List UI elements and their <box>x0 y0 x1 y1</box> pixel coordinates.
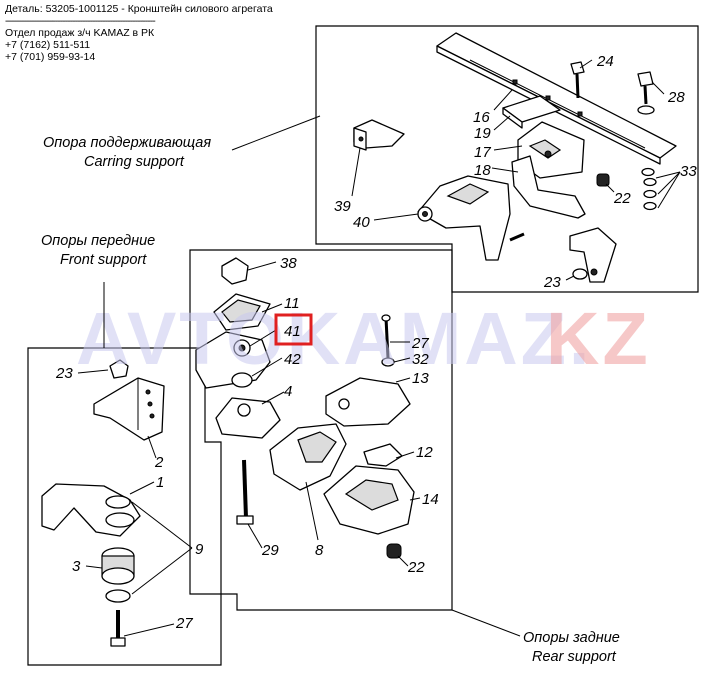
callout-23-front: 23 <box>55 365 73 382</box>
bracket-1 <box>41 483 141 537</box>
nut-22-rear <box>386 543 402 559</box>
callout-14: 14 <box>422 491 439 508</box>
phone-secondary: +7 (701) 959-93-14 <box>5 51 96 63</box>
bracket-12 <box>363 443 403 467</box>
bracket-rear-assembly <box>195 331 271 389</box>
callout-11: 11 <box>284 295 300 312</box>
part-title: Деталь: 53205-1001125 - Кронштейн силово… <box>5 3 273 15</box>
caption-carrying-en: Carring support <box>84 154 185 170</box>
callout-8: 8 <box>315 542 324 559</box>
callout-32: 32 <box>412 351 429 368</box>
bracket-23-upper <box>569 227 617 283</box>
callout-28: 28 <box>667 89 685 106</box>
callout-27-front: 27 <box>175 615 193 632</box>
small-bolt-carrier <box>509 232 525 242</box>
bolt-27-front <box>110 610 126 647</box>
callout-42: 42 <box>284 351 301 368</box>
callout-29: 29 <box>261 542 279 559</box>
cushion-3 <box>101 547 135 585</box>
callout-22-upper: 22 <box>613 190 631 207</box>
callout-16: 16 <box>473 109 490 126</box>
caption-front-ru: Опоры передние <box>41 233 155 249</box>
dealer-name: Отдел продаж з/ч KAMAZ в РК <box>5 27 155 39</box>
bracket-39 <box>353 119 405 151</box>
washer-set-33 <box>641 167 657 211</box>
bracket-8 <box>269 423 347 491</box>
callout-18: 18 <box>474 162 491 179</box>
callout-4: 4 <box>284 383 292 400</box>
header-block: Деталь: 53205-1001125 - Кронштейн силово… <box>5 3 273 63</box>
callout-27-rear: 27 <box>411 335 429 352</box>
bracket-18 <box>511 155 586 219</box>
bracket-14 <box>323 465 415 535</box>
callout-22-rear: 22 <box>407 559 425 576</box>
header-separator: ----------------------------------------… <box>5 15 156 27</box>
bolt-24 <box>570 61 585 99</box>
callout-40: 40 <box>353 214 370 231</box>
phone-primary: +7 (7162) 511-511 <box>5 39 91 51</box>
callout-13: 13 <box>412 370 429 387</box>
bolt-28 <box>637 71 655 115</box>
cushion-17 <box>517 121 585 179</box>
pad-11 <box>213 293 271 331</box>
callout-19: 19 <box>474 125 491 142</box>
bracket-2 <box>93 377 165 441</box>
washer-9-lower <box>105 589 131 603</box>
nut-38 <box>221 257 249 285</box>
bolt-29 <box>236 459 254 525</box>
caption-carrying-ru: Опора поддерживающая <box>43 135 211 151</box>
callout-17: 17 <box>474 144 491 161</box>
callout-41: 41 <box>284 323 301 340</box>
caption-front-en: Front support <box>60 252 147 268</box>
bushing-42 <box>231 372 253 388</box>
bracket-19 <box>502 95 561 129</box>
bracket-13 <box>325 377 411 427</box>
callout-24: 24 <box>596 53 614 70</box>
nut-23-upper <box>572 268 588 280</box>
rear-support-frame <box>189 249 453 611</box>
highlight-box-41 <box>274 313 313 346</box>
callout-2: 2 <box>154 454 164 471</box>
bracket-40 <box>417 175 511 261</box>
callout-12: 12 <box>416 444 433 461</box>
nut-23-front <box>109 359 129 379</box>
callout-3: 3 <box>72 558 81 575</box>
caption-rear-ru: Опоры задние <box>523 630 620 646</box>
caption-rear-en: Rear support <box>532 649 617 665</box>
cushion-4 <box>215 397 281 439</box>
washer-9-upper <box>105 495 131 509</box>
bolt-27-rear <box>381 314 391 359</box>
callout-1: 1 <box>156 474 164 491</box>
callout-39: 39 <box>334 198 351 215</box>
watermark-main: AVTOKAMAZ. <box>76 297 592 380</box>
callout-33: 33 <box>680 163 697 180</box>
callout-38: 38 <box>280 255 297 272</box>
callout-9: 9 <box>195 541 204 558</box>
nut-22-upper <box>596 173 610 187</box>
callout-23-upper: 23 <box>543 274 561 291</box>
watermark-suffix: KZ <box>546 297 651 380</box>
